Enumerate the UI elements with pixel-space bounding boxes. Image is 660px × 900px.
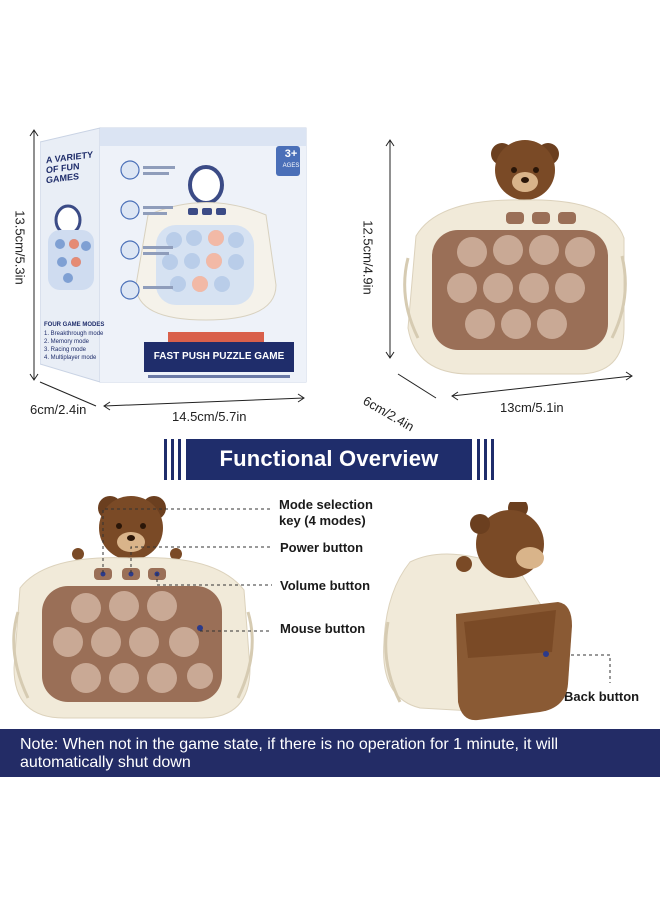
note-banner: Note: When not in the game state, if the… [0, 729, 660, 777]
mode-selection-callout: Mode selection key (4 modes) [279, 497, 373, 529]
back-button-callout: Back button [564, 689, 640, 704]
volume-button-callout: Volume button [280, 578, 371, 593]
box-front-title: FAST PUSH PUZZLE GAME [153, 351, 285, 362]
box-dimension-lines [29, 129, 305, 411]
age-badge: 3+ [284, 148, 298, 160]
toy-height-label: 12.5cm/4.9in [360, 220, 376, 295]
box-depth-label: 6cm/2.4in [30, 402, 87, 417]
box-width-label: 14.5cm/5.7in [172, 409, 247, 424]
box-mode-2: 2. Memory mode [44, 339, 90, 345]
toy-dimension-lines [385, 139, 633, 401]
mode-selection-label-1: Mode selection [279, 497, 373, 512]
functional-overview-banner: Functional Overview [164, 437, 494, 482]
box-mode-1: 1. Breakthrough mode [44, 331, 104, 337]
mouse-button-callout: Mouse button [280, 621, 366, 636]
toy-front-image [403, 140, 627, 375]
toy-overview-back [383, 502, 572, 721]
note-text: Note: When not in the game state, if the… [20, 736, 559, 771]
power-button-callout: Power button [280, 540, 364, 555]
functional-overview-title: Functional Overview [219, 446, 439, 471]
box-mode-3: 3. Racing mode [44, 347, 87, 353]
mode-selection-label-2: key (4 modes) [279, 513, 366, 528]
box-modes-title: FOUR GAME MODES [44, 322, 105, 328]
box-height-label: 13.5cm/5.3in [12, 210, 28, 285]
age-badge-sub: AGES [282, 163, 300, 169]
game-box-image [40, 127, 307, 383]
box-mode-4: 4. Multiplayer mode [44, 355, 97, 361]
toy-width-label: 13cm/5.1in [500, 400, 564, 415]
